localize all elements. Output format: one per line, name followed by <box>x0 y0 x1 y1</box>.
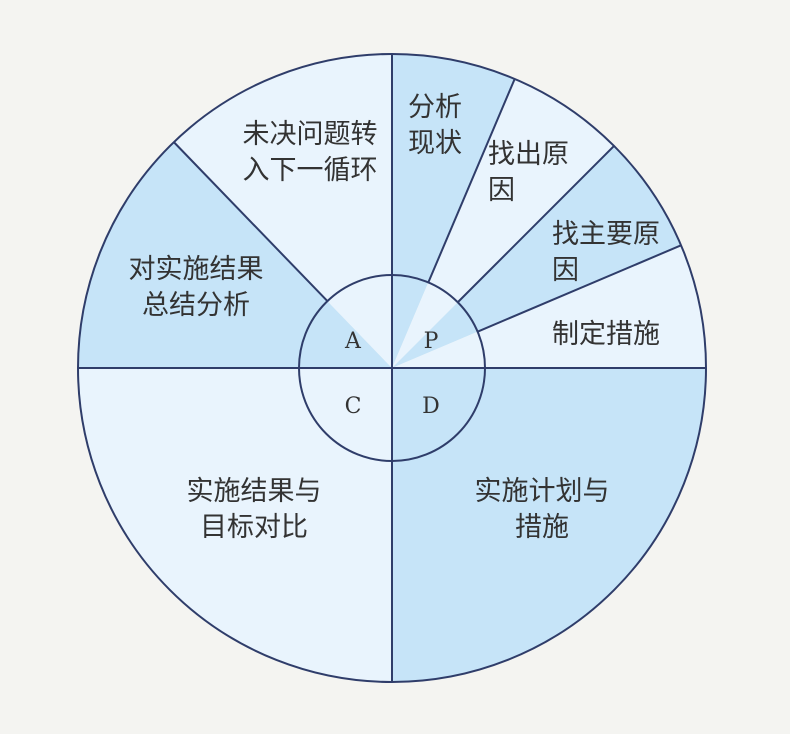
label-measures-line1: 制定措施 <box>552 319 660 350</box>
sector-summary <box>78 142 392 368</box>
sector-analyze <box>392 54 515 368</box>
label-analyze-line1: 分析 <box>408 92 462 123</box>
label-compare-line2: 目标对比 <box>200 512 308 543</box>
spoke-summary-next-cycle <box>173 141 329 302</box>
sector-find-cause <box>392 78 615 368</box>
spoke-main-cause-measures <box>477 244 682 333</box>
spoke-find-cause-main-cause <box>457 145 615 303</box>
label-main-cause-line2: 因 <box>552 255 579 286</box>
label-summary-line2: 总结分析 <box>142 290 250 321</box>
label-plan-line1: 实施计划与 <box>475 476 610 507</box>
hub-label-a: A <box>344 329 362 354</box>
sector-plan <box>392 368 706 682</box>
label-main-cause-line1: 找主要原 <box>552 219 660 250</box>
label-summary-line1: 对实施结果 <box>129 254 264 285</box>
label-analyze-line2: 现状 <box>408 128 462 159</box>
label-next-cycle-line1: 未决问题转 <box>243 119 378 150</box>
label-find-cause-line1: 找出原 <box>488 139 569 170</box>
spokes-group <box>173 78 682 333</box>
spoke-analyze-find-cause <box>427 78 516 283</box>
hub-label-d: D <box>422 394 440 419</box>
label-compare-line1: 实施结果与 <box>187 476 322 507</box>
sector-compare <box>78 368 392 682</box>
sectors-group <box>78 54 706 682</box>
sector-next-cycle <box>173 54 392 368</box>
sector-main-cause <box>392 145 682 368</box>
label-find-cause-line2: 因 <box>488 175 515 206</box>
hub-label-p: P <box>424 329 439 354</box>
sector-measures <box>392 245 706 368</box>
label-plan-line2: 措施 <box>515 512 569 543</box>
label-next-cycle-line2: 入下一循环 <box>243 155 378 186</box>
hub-label-c: C <box>345 394 362 419</box>
